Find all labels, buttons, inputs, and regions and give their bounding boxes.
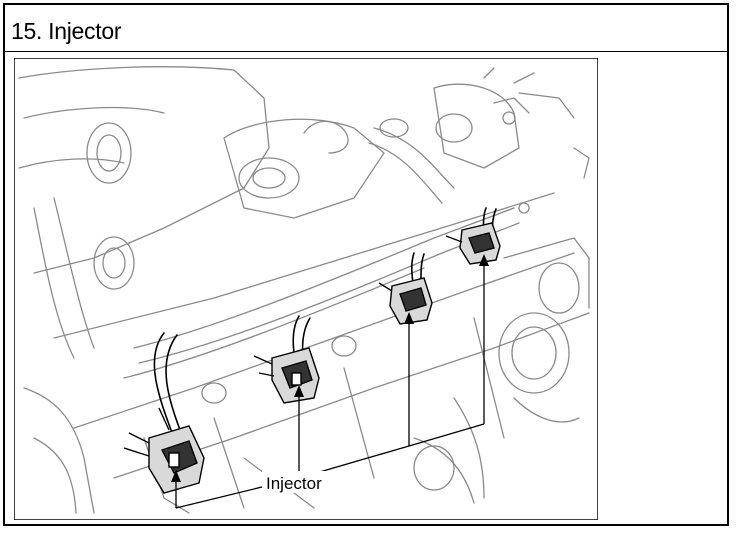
injector-4 [445,222,501,265]
section-header: 15. Injector [5,5,727,52]
engine-background-lineart [18,66,590,514]
injector-callout-label: Injector [266,474,322,493]
engine-illustration: Injector [14,58,598,520]
injector-3 [378,277,433,325]
callout-arrowheads [171,254,489,482]
injector-2 [253,347,320,404]
document-frame: 15. Injector [3,3,729,526]
injector-1 [123,407,205,494]
section-title: 15. Injector [11,18,122,44]
